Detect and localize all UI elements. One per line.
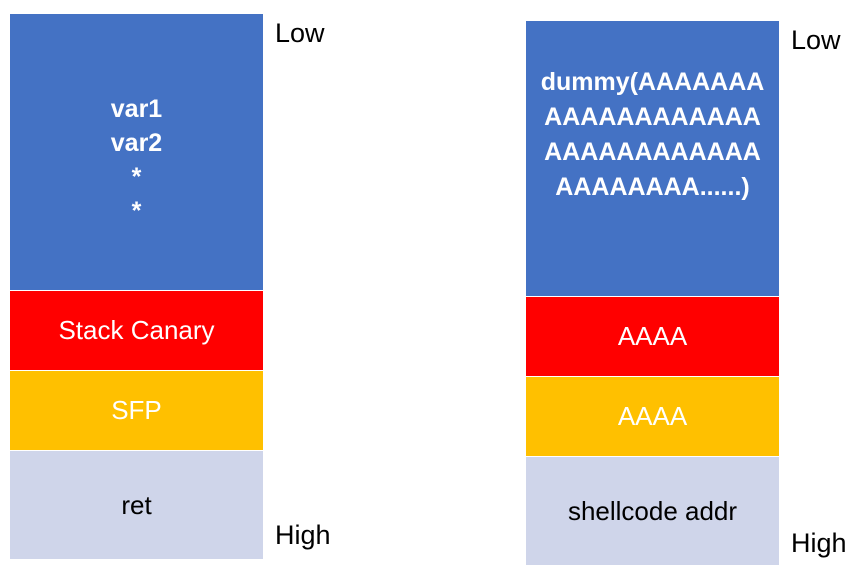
- var2-label: var2: [110, 129, 163, 157]
- ret-block: ret: [10, 451, 263, 559]
- sfp-label: SFP: [111, 395, 162, 425]
- overwritten-sfp-block: AAAA: [526, 377, 779, 457]
- stack-canary-label: Stack Canary: [58, 315, 215, 345]
- high-address-label-right: High: [791, 528, 847, 558]
- stack-canary-block: Stack Canary: [10, 291, 263, 371]
- overwritten-sfp-label: AAAA: [617, 401, 688, 431]
- normal-stack-diagram: var1 var2 * * Stack Canary SFP ret: [10, 14, 263, 559]
- ellipsis-star-1: *: [131, 163, 142, 191]
- shellcode-addr-label: shellcode addr: [567, 495, 738, 526]
- overflow-stack-diagram: dummy(AAAAAAAAAAAAAAAAAAAAAAAAAAAAAAAAAA…: [526, 21, 779, 565]
- low-address-label-right: Low: [791, 25, 841, 55]
- overwritten-canary-label: AAAA: [617, 321, 688, 351]
- var1-label: var1: [110, 95, 163, 123]
- shellcode-addr-block: shellcode addr: [526, 457, 779, 565]
- dummy-payload-block: dummy(AAAAAAAAAAAAAAAAAAAAAAAAAAAAAAAAAA…: [526, 21, 779, 297]
- overwritten-canary-block: AAAA: [526, 297, 779, 377]
- low-address-label-left: Low: [275, 18, 325, 48]
- dummy-payload-label: dummy(AAAAAAAAAAAAAAAAAAAAAAAAAAAAAAAAAA…: [540, 68, 765, 201]
- ret-label: ret: [121, 489, 152, 520]
- sfp-block: SFP: [10, 371, 263, 451]
- high-address-label-left: High: [275, 520, 331, 550]
- ellipsis-star-2: *: [131, 197, 142, 225]
- local-variables-block: var1 var2 * *: [10, 14, 263, 291]
